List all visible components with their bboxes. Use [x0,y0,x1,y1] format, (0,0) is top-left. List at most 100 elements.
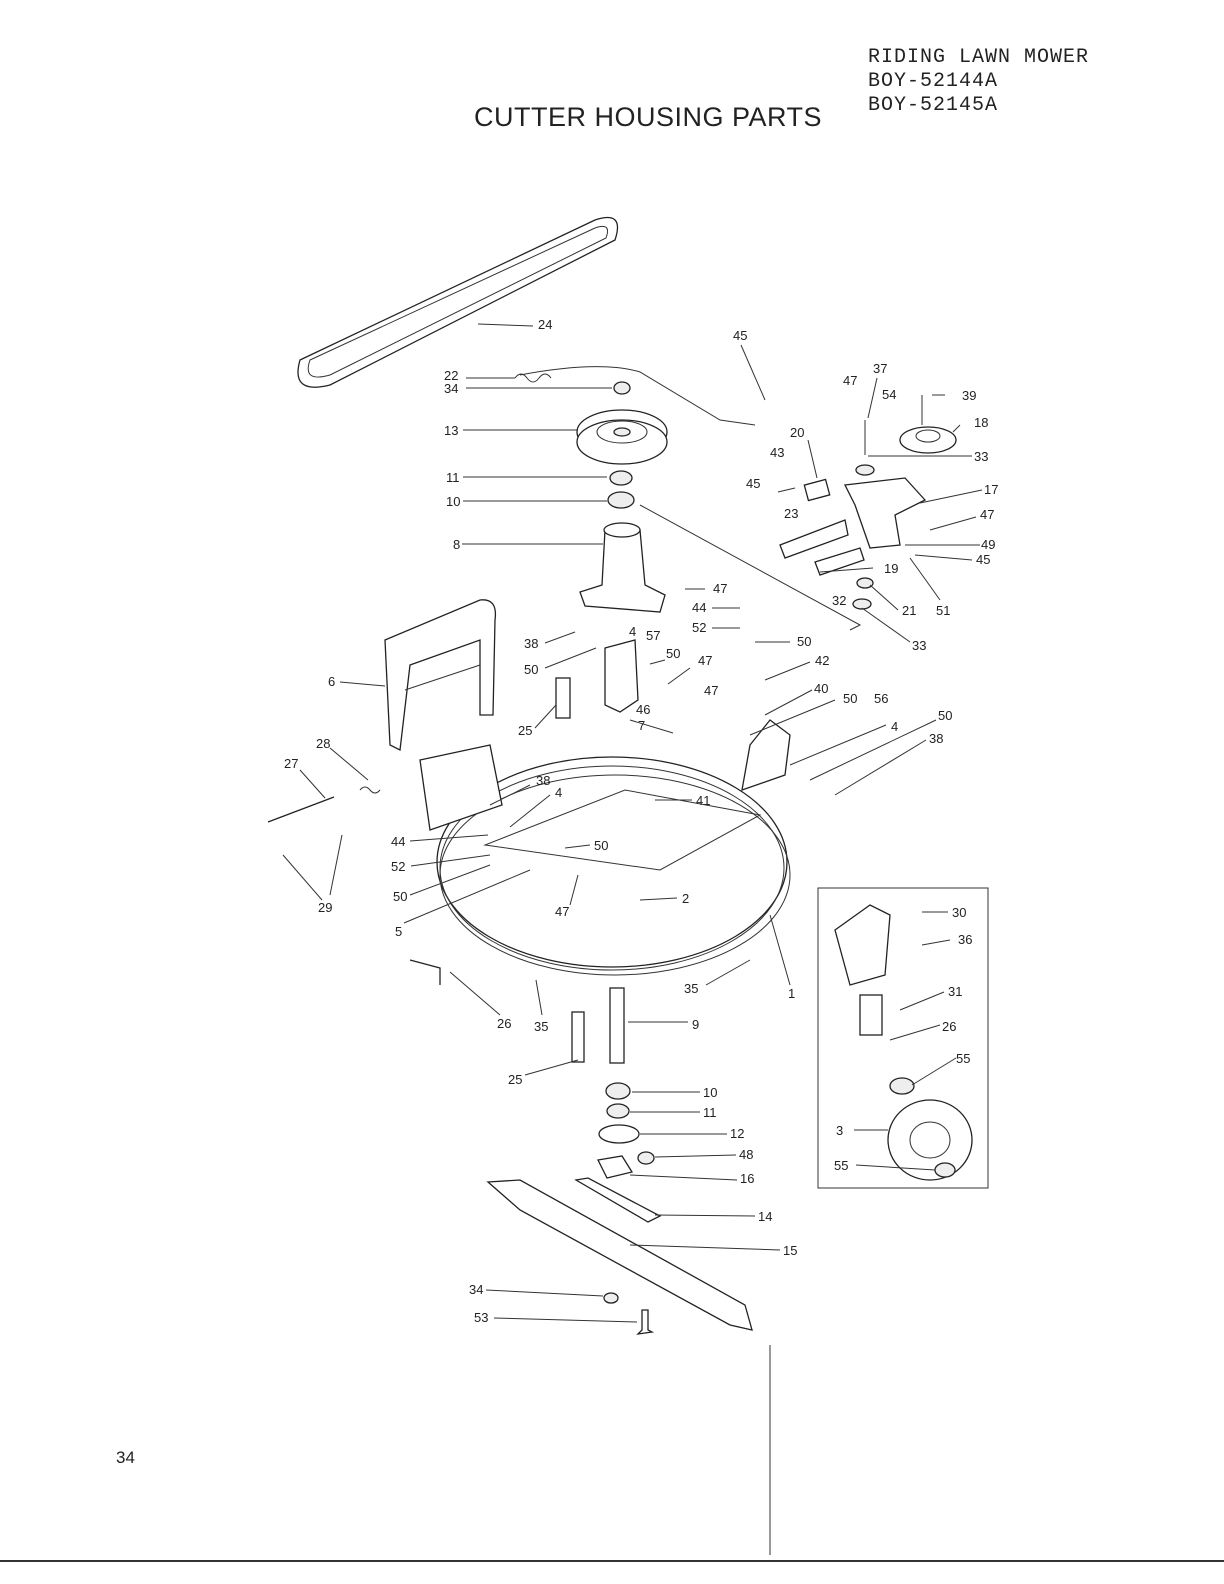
bottom-rule [0,1560,1224,1562]
callout-52: 52 [391,859,405,874]
callout-40: 40 [814,681,828,696]
callout-47: 47 [555,904,569,919]
callout-12: 12 [730,1126,744,1141]
callout-6: 6 [328,674,335,689]
callout-5: 5 [395,924,402,939]
callout-26: 26 [942,1019,956,1034]
cutter-deck-part [419,744,791,976]
bolt-part [636,1309,655,1335]
callout-39: 39 [962,388,976,403]
callout-13: 13 [444,423,458,438]
spindle-housing-part [579,504,862,631]
callout-44: 44 [391,834,405,849]
callout-50: 50 [843,691,857,706]
callout-10: 10 [446,494,460,509]
callout-43: 43 [770,445,784,460]
callout-10: 10 [703,1085,717,1100]
callout-38: 38 [929,731,943,746]
height-link-part [555,677,571,719]
blade-part [486,1179,753,1331]
bearing-part [607,491,635,509]
nut-part [603,1292,619,1304]
callout-38: 38 [524,636,538,651]
callout-34: 34 [469,1282,483,1297]
callout-labels: 24 45 22 34 13 11 10 8 47 37 54 39 18 20… [284,317,998,1325]
callout-41: 41 [696,793,710,808]
model-number-1: BOY-52144A [868,70,999,93]
callout-50: 50 [393,889,407,904]
callout-3: 3 [836,1123,843,1138]
callout-35: 35 [534,1019,548,1034]
callout-47: 47 [704,683,718,698]
belt-part [297,216,619,388]
washer-part [598,1124,640,1144]
callout-17: 17 [984,482,998,497]
callout-55: 55 [834,1158,848,1173]
callout-47: 47 [713,581,727,596]
callout-50: 50 [524,662,538,677]
callout-45: 45 [746,476,760,491]
nut-part [637,1151,655,1165]
callout-11: 11 [446,470,460,485]
callout-8: 8 [453,537,460,552]
model-heading-line1: RIDING LAWN MOWER [868,46,1090,69]
callout-37: 37 [873,361,887,376]
axle-rod-part [409,959,441,985]
callout-47: 47 [843,373,857,388]
nut-part [613,381,631,395]
callout-57: 57 [646,628,660,643]
page-number: 34 [116,1448,135,1467]
callout-54: 54 [882,387,896,402]
bracket-part [604,639,639,713]
callout-1: 1 [788,986,795,1001]
callout-50: 50 [594,838,608,853]
callout-31: 31 [948,984,962,999]
callout-28: 28 [316,736,330,751]
callout-21: 21 [902,603,916,618]
callout-49: 49 [981,537,995,552]
callout-29: 29 [318,900,332,915]
page-title: CUTTER HOUSING PARTS [474,102,823,132]
callout-26: 26 [497,1016,511,1031]
callout-33: 33 [912,638,926,653]
callout-4: 4 [555,785,562,800]
callout-20: 20 [790,425,804,440]
callout-46: 46 [636,702,650,717]
callout-23: 23 [784,506,798,521]
bracket-part [741,719,791,791]
leader-lines [282,323,983,1323]
idler-bracket-part [779,395,957,610]
callout-53: 53 [474,1310,488,1325]
callout-18: 18 [974,415,988,430]
spring-part [359,786,381,794]
callout-47: 47 [698,653,712,668]
callout-34: 34 [444,381,458,396]
callout-33: 33 [974,449,988,464]
callout-55: 55 [956,1051,970,1066]
callout-45: 45 [976,552,990,567]
callout-45: 45 [733,328,747,343]
callout-47: 47 [980,507,994,522]
bearing-part [609,470,633,486]
discharge-chute-part [384,599,497,751]
pivot-rod-part [267,796,335,823]
callout-15: 15 [783,1243,797,1258]
callout-36: 36 [958,932,972,947]
callout-22: 22 [444,368,458,383]
pulley-part [576,409,668,465]
callout-9: 9 [692,1017,699,1032]
callout-25: 25 [508,1072,522,1087]
callout-25: 25 [518,723,532,738]
callout-2: 2 [682,891,689,906]
spindle-shaft-part [609,987,625,1064]
bearing-part [606,1103,630,1119]
callout-50: 50 [938,708,952,723]
callout-4: 4 [891,719,898,734]
callout-27: 27 [284,756,298,771]
callout-30: 30 [952,905,966,920]
callout-32: 32 [832,593,846,608]
callout-42: 42 [815,653,829,668]
callout-50: 50 [666,646,680,661]
callout-38: 38 [536,773,550,788]
